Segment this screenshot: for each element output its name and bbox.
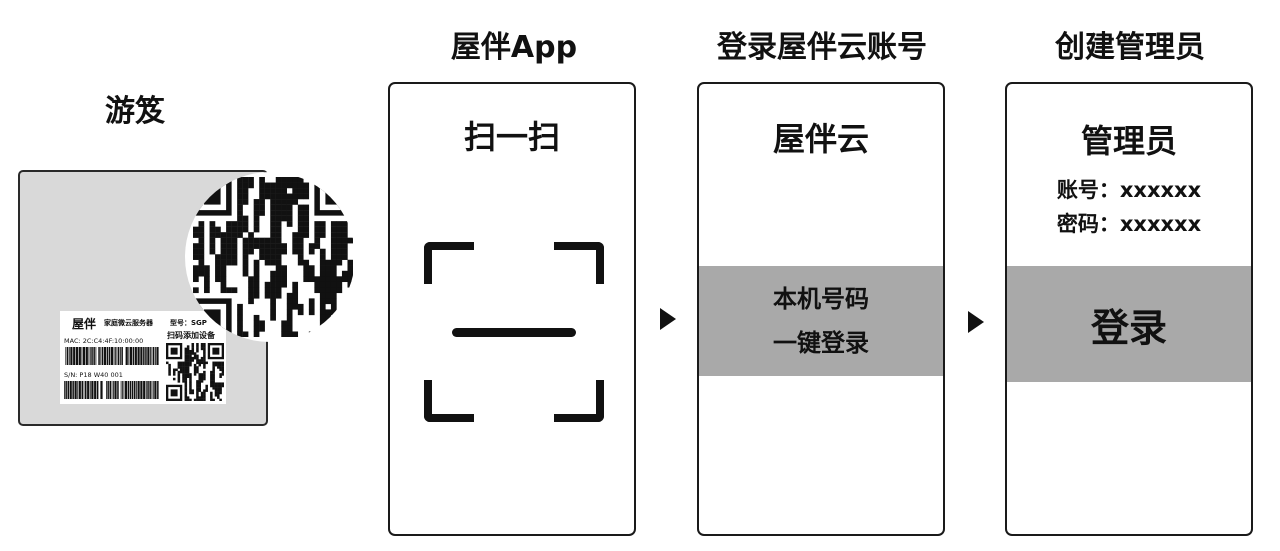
label-scan-hint: 扫码添加设备	[167, 331, 215, 340]
barcode-mac	[65, 347, 159, 365]
barcode-sn	[64, 381, 159, 399]
label-mac: MAC: 2C:C4:4F:10:00:00	[64, 337, 144, 345]
one-click-login-button[interactable]: 本机号码 一键登录	[699, 266, 943, 376]
device-label: 屋伴 家庭微云服务器 型号：SGP MAC: 2C:C4:4F:10:00:00…	[60, 311, 226, 404]
label-subtitle: 家庭微云服务器	[104, 319, 153, 327]
qr-code-small	[166, 343, 224, 401]
cloud-title: 屋伴云	[772, 120, 869, 158]
admin-title: 管理员	[1080, 122, 1177, 160]
scan-corner-bottom-left	[424, 380, 474, 422]
login-button[interactable]: 登录	[1007, 266, 1251, 382]
qr-code-large	[193, 177, 353, 337]
step3-heading: 创建管理员	[1055, 30, 1205, 65]
password-field[interactable]: 密码：xxxxxx	[1056, 212, 1202, 236]
phone-panel-cloud-login: 屋伴云 本机号码 一键登录	[697, 82, 945, 536]
scan-title: 扫一扫	[463, 118, 560, 156]
label-brand: 屋伴	[72, 317, 97, 331]
phone-panel-scan: 扫一扫	[388, 82, 636, 536]
scan-line	[452, 328, 576, 337]
scan-corner-top-right	[554, 242, 604, 284]
label-model: 型号：SGP	[170, 319, 207, 327]
step2-heading: 登录屋伴云账号	[717, 30, 927, 65]
scan-corner-bottom-right	[554, 380, 604, 422]
step1-heading: 屋伴App	[450, 30, 578, 65]
one-click-line2: 一键登录	[773, 329, 869, 357]
arrow-right-icon	[660, 308, 676, 330]
phone-panel-admin: 管理员 账号：xxxxxx 密码：xxxxxx 登录	[1005, 82, 1253, 536]
qr-magnifier	[185, 172, 355, 342]
one-click-line1: 本机号码	[773, 285, 869, 313]
device-heading: 游笈	[105, 94, 165, 129]
scan-corner-top-left	[424, 242, 474, 284]
label-sn: S/N: P18 W40 001	[64, 371, 123, 379]
arrow-right-icon	[968, 311, 984, 333]
account-field[interactable]: 账号：xxxxxx	[1056, 178, 1202, 202]
scan-frame	[424, 242, 604, 422]
